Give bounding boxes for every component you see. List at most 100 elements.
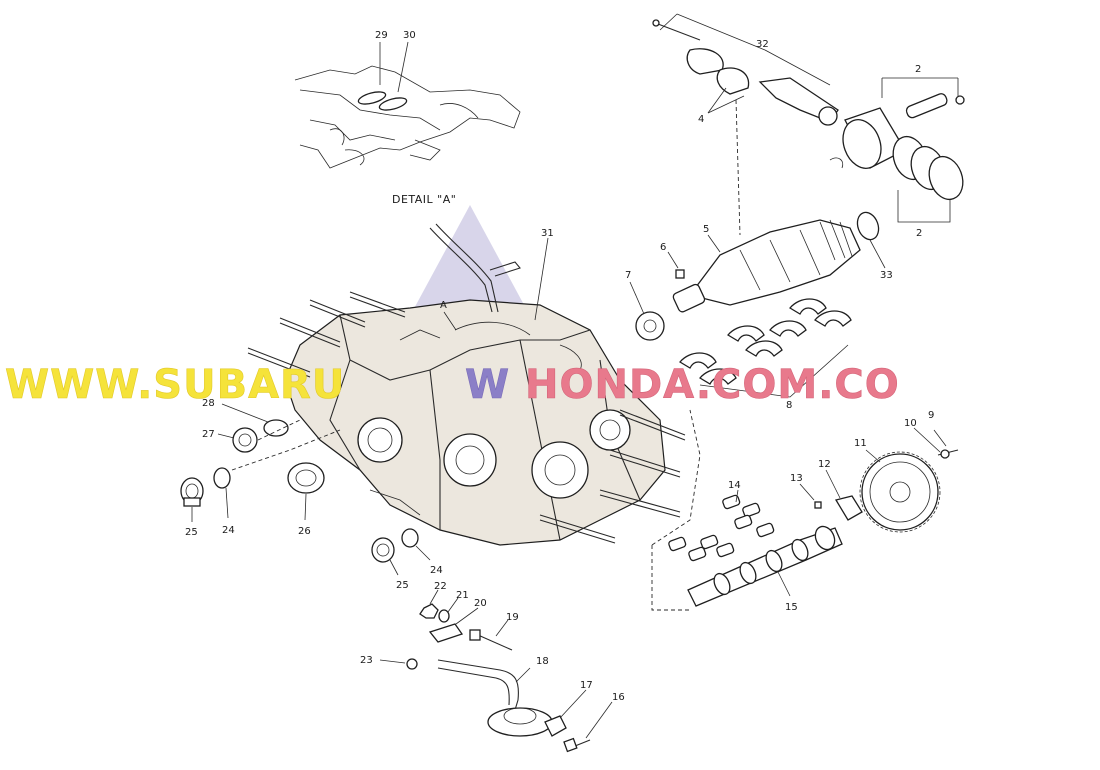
callout-2-bottom: 2 bbox=[916, 228, 922, 239]
washer-17 bbox=[544, 715, 567, 737]
callout-26: 26 bbox=[298, 526, 311, 537]
callout-19: 19 bbox=[506, 612, 519, 623]
callout-8: 8 bbox=[786, 400, 792, 411]
callout-17: 17 bbox=[580, 680, 593, 691]
watermark-part-yellow: WWW.SUBARU bbox=[5, 362, 345, 408]
dipstick-tube bbox=[429, 223, 521, 313]
callout-13: 13 bbox=[790, 473, 803, 484]
callout-30: 30 bbox=[403, 30, 416, 41]
dash-cam-box bbox=[651, 409, 701, 611]
bolt-19 bbox=[469, 629, 513, 651]
oil-seal-26 bbox=[287, 462, 325, 494]
leader-28 bbox=[221, 403, 269, 423]
leader-24b bbox=[415, 545, 431, 561]
callout-29: 29 bbox=[375, 30, 388, 41]
part-23-oring bbox=[406, 658, 418, 670]
oil-strainer bbox=[487, 707, 553, 737]
callout-2-top: 2 bbox=[915, 64, 921, 75]
plug-25-left bbox=[180, 477, 204, 507]
callout-31: 31 bbox=[541, 228, 554, 239]
bracket-2-bottom bbox=[897, 190, 951, 223]
callout-21: 21 bbox=[456, 590, 469, 601]
nut-22 bbox=[419, 603, 439, 619]
valve-lifters bbox=[668, 494, 775, 562]
leader-13 bbox=[799, 483, 815, 501]
piston-pin bbox=[905, 93, 965, 119]
washer-21 bbox=[438, 609, 450, 623]
crankshaft bbox=[672, 219, 861, 313]
bolt-16 bbox=[563, 737, 591, 753]
washer-24-left bbox=[213, 467, 231, 489]
leader-a bbox=[443, 311, 457, 331]
leader-17 bbox=[559, 689, 587, 719]
leader-4b bbox=[707, 95, 745, 114]
callout-9: 9 bbox=[928, 410, 934, 421]
leader-31 bbox=[534, 237, 549, 321]
bracket-32 bbox=[659, 13, 831, 86]
camshaft bbox=[687, 525, 843, 607]
bearings bbox=[679, 298, 852, 385]
callout-16: 16 bbox=[612, 692, 625, 703]
leader-14 bbox=[735, 489, 739, 503]
callout-10: 10 bbox=[904, 418, 917, 429]
callout-11: 11 bbox=[854, 438, 867, 449]
callout-27: 27 bbox=[202, 429, 215, 440]
piston-rings bbox=[892, 135, 964, 201]
leader-23 bbox=[379, 659, 406, 664]
washer-24-lower bbox=[401, 528, 419, 548]
callout-28: 28 bbox=[202, 398, 215, 409]
leader-8 bbox=[699, 344, 849, 398]
dash-rod-crank bbox=[735, 99, 741, 236]
leader-4a bbox=[707, 87, 727, 114]
callout-22: 22 bbox=[434, 581, 447, 592]
callout-20: 20 bbox=[474, 598, 487, 609]
plug-27 bbox=[232, 427, 258, 453]
connecting-rod bbox=[652, 19, 839, 126]
part-9-10-bolt bbox=[937, 449, 959, 459]
plug-25-lower bbox=[371, 537, 395, 563]
leader-24a bbox=[225, 487, 229, 519]
washer-28 bbox=[263, 419, 289, 437]
part-13 bbox=[814, 501, 822, 509]
cam-gear bbox=[859, 451, 941, 533]
detail-a-marker: A bbox=[440, 300, 447, 311]
oil-pipe bbox=[437, 659, 519, 711]
bracket-2-top bbox=[881, 77, 959, 98]
callout-23: 23 bbox=[360, 655, 373, 666]
leader-33 bbox=[869, 239, 886, 269]
oil-seal-ring bbox=[856, 211, 880, 241]
callout-25-lower: 25 bbox=[396, 580, 409, 591]
dash-left-parts-2 bbox=[257, 419, 301, 441]
piston bbox=[829, 107, 906, 169]
bracket-20 bbox=[428, 623, 464, 643]
callout-7: 7 bbox=[625, 270, 631, 281]
callout-18: 18 bbox=[536, 656, 549, 667]
leader-20 bbox=[455, 607, 479, 625]
callout-5: 5 bbox=[703, 224, 709, 235]
leader-26 bbox=[304, 493, 307, 521]
crankcase-studs bbox=[247, 291, 686, 544]
leader-21 bbox=[447, 597, 459, 613]
callout-4: 4 bbox=[698, 114, 704, 125]
crank-gear bbox=[635, 311, 665, 341]
callout-25-left: 25 bbox=[185, 527, 198, 538]
leader-10 bbox=[913, 427, 941, 453]
detail-a-label: DETAIL "A" bbox=[392, 193, 456, 206]
watermark-part-purple: W bbox=[465, 362, 510, 408]
callout-33: 33 bbox=[880, 270, 893, 281]
watermark-text: WWW.SUBARU W HONDA.COM.CO bbox=[5, 362, 900, 409]
leader-22 bbox=[429, 589, 439, 605]
leader-7 bbox=[629, 281, 645, 315]
detail-a-sketch bbox=[294, 41, 521, 169]
callout-32: 32 bbox=[756, 39, 769, 50]
leader-15 bbox=[777, 571, 791, 597]
crankcase bbox=[284, 299, 666, 546]
callout-12: 12 bbox=[818, 459, 831, 470]
watermark-part-pink: HONDA.COM.CO bbox=[525, 362, 900, 408]
part-6-key bbox=[675, 269, 685, 279]
leader-19 bbox=[495, 619, 509, 637]
callout-14: 14 bbox=[728, 480, 741, 491]
leader-6 bbox=[667, 251, 679, 269]
leader-18 bbox=[515, 667, 531, 683]
